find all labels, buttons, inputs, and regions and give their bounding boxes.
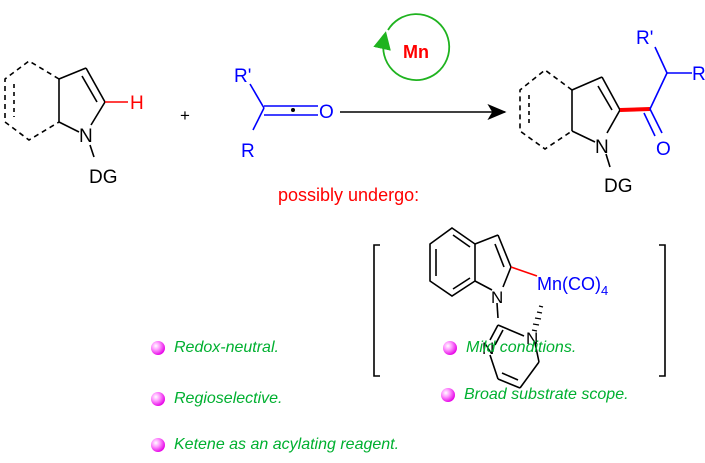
left-bracket xyxy=(373,244,380,377)
feature-text: Redox-neutral. xyxy=(174,339,279,356)
product-n-atom: N xyxy=(595,137,609,158)
feature-text: Regioselective. xyxy=(174,390,283,407)
feature-regioselective: Regioselective. xyxy=(151,390,283,408)
bullet-icon xyxy=(151,341,165,355)
indole-reactant xyxy=(4,60,128,158)
dg-label: DG xyxy=(89,167,118,188)
right-bracket xyxy=(659,244,666,377)
plus-sign: + xyxy=(180,106,190,125)
manganacycle-intermediate xyxy=(429,227,544,389)
bullet-icon xyxy=(151,438,165,452)
catalyst-label: Mn xyxy=(403,42,429,62)
product-oxygen-atom: O xyxy=(656,139,671,160)
r-label: R xyxy=(241,141,255,162)
product-r-label: R xyxy=(692,64,705,85)
feature-text: Broad substrate scope. xyxy=(464,386,629,403)
bullet-icon xyxy=(441,388,455,402)
manganese-tetracarbonyl-label: Mn(CO)4 xyxy=(537,274,608,298)
intermediate-indole-n: N xyxy=(491,288,503,307)
n-atom: N xyxy=(79,126,93,147)
feature-broad-scope: Broad substrate scope. xyxy=(441,386,629,404)
feature-redox-neutral: Redox-neutral. xyxy=(151,339,279,357)
feature-ketene-acylating: Ketene as an acylating reagent. xyxy=(151,436,399,454)
product-dg-label: DG xyxy=(604,176,633,197)
bullet-icon xyxy=(151,392,165,406)
feature-mild-conditions: Mild conditions. xyxy=(443,339,576,357)
product-r-prime-label: R' xyxy=(636,28,653,49)
bullet-icon xyxy=(443,341,457,355)
oxygen-atom: O xyxy=(319,102,334,123)
ketene xyxy=(249,83,318,131)
r-prime-label: R' xyxy=(234,66,251,87)
mechanism-note: possibly undergo: xyxy=(278,185,419,205)
feature-text: Ketene as an acylating reagent. xyxy=(174,436,400,453)
intermediate-pyrimidine-n: N xyxy=(482,339,494,358)
catalytic-cycle-icon xyxy=(373,13,451,81)
feature-text: Mild conditions. xyxy=(466,339,577,356)
h-atom: H xyxy=(130,93,144,114)
intermediate-pyrimidine-n-coordinating: N xyxy=(526,329,538,348)
acylated-indole-product xyxy=(519,46,692,168)
